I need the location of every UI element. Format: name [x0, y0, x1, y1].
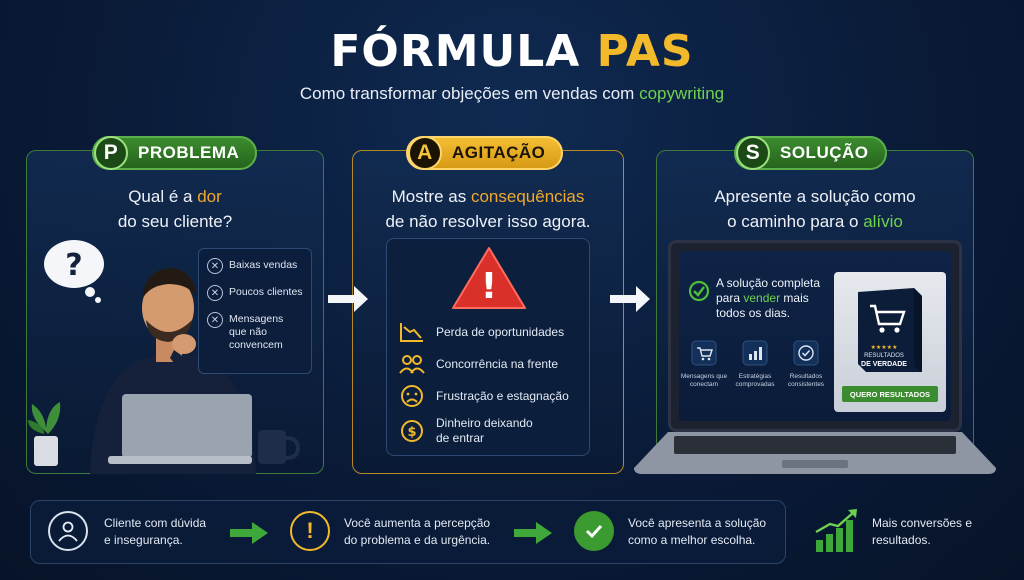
pain-points-list: ✕ Baixas vendas ✕ Poucos clientes ✕ Mens… — [198, 248, 312, 374]
plant-icon — [28, 402, 61, 466]
page-subtitle: Como transformar objeções em vendas com … — [299, 84, 725, 103]
list-item: Frustração e estagnação — [398, 384, 584, 408]
page-title: FÓRMULA PAS — [330, 26, 694, 77]
x-circle-icon: ✕ — [207, 285, 223, 301]
screen-headline: A solução completa para vender mais todo… — [716, 276, 821, 320]
check-circle-icon — [688, 280, 710, 302]
letter-p-icon: P — [94, 136, 128, 170]
list-item: Estratégias comprovadas — [731, 340, 779, 389]
svg-text:?: ? — [65, 248, 82, 283]
laptop-base-icon — [634, 432, 996, 474]
agitacao-question: Mostre as consequências de não resolver … — [385, 187, 591, 231]
arrow-right-icon — [328, 286, 368, 312]
product-box-icon — [858, 288, 922, 372]
check-circle-icon — [574, 511, 614, 551]
user-icon — [48, 511, 88, 551]
arrow-right-icon — [514, 522, 552, 544]
letter-a-icon: A — [408, 136, 442, 170]
arrow-right-icon — [610, 286, 650, 312]
list-item: Resultados consistentes — [782, 340, 830, 389]
problema-question: Qual é a dor do seu cliente? — [117, 187, 233, 231]
list-item: Concorrência na frente — [398, 352, 584, 376]
list-item: $ Dinheiro deixando de entrar — [398, 416, 584, 446]
product-caption-2: DE VERDADE — [861, 361, 907, 368]
svg-text:!: ! — [481, 266, 497, 307]
arrow-right-icon — [230, 522, 268, 544]
solucao-badge: S SOLUÇÃO — [734, 136, 887, 170]
chart-down-icon — [400, 323, 423, 342]
list-item: ✕ Poucos clientes — [207, 285, 303, 301]
summary-bar — [30, 500, 786, 564]
agitacao-badge: A AGITAÇÃO — [406, 136, 564, 170]
thought-bubble-icon: ? — [44, 240, 104, 303]
solucao-question: Apresente a solução como o caminho para … — [714, 187, 916, 231]
problema-badge: P PROBLEMA — [92, 136, 258, 170]
list-item: Mensagens que conectam — [680, 340, 728, 389]
feature-list: Mensagens que conectam Estratégias compr… — [680, 340, 830, 389]
x-circle-icon: ✕ — [207, 312, 223, 328]
competitors-icon — [399, 355, 425, 374]
sad-face-icon — [401, 385, 423, 407]
growth-chart-icon — [815, 509, 857, 552]
consequences-list: Perda de oportunidades Concorrência na f… — [398, 320, 584, 446]
summary-step-1: Cliente com dúvida e insegurança. — [104, 516, 207, 547]
product-caption-1: RESULTADOS — [864, 353, 904, 359]
cta-button[interactable]: QUERO RESULTADOS — [842, 386, 938, 402]
list-item: Perda de oportunidades — [398, 320, 584, 344]
bar-chart-icon — [742, 340, 768, 366]
warning-icon: ! — [452, 247, 526, 309]
cart-icon — [691, 340, 717, 366]
list-item: ✕ Mensagens que não convencem — [207, 312, 303, 352]
x-circle-icon: ✕ — [207, 258, 223, 274]
summary-result: Mais conversões e resultados. — [872, 516, 973, 547]
mug-icon — [258, 430, 300, 464]
exclamation-icon: ! — [290, 511, 330, 551]
summary-step-2: Você aumenta a percepção do problema e d… — [344, 516, 491, 547]
check-badge-icon — [793, 340, 819, 366]
laptop-icon — [108, 394, 252, 464]
letter-s-icon: S — [736, 136, 770, 170]
list-item: ✕ Baixas vendas — [207, 258, 303, 274]
money-icon: $ — [401, 420, 423, 442]
summary-step-3: Você apresenta a solução como a melhor e… — [628, 516, 767, 547]
svg-text:$: $ — [407, 425, 416, 440]
product-stars: ★★★★★ — [870, 345, 898, 351]
